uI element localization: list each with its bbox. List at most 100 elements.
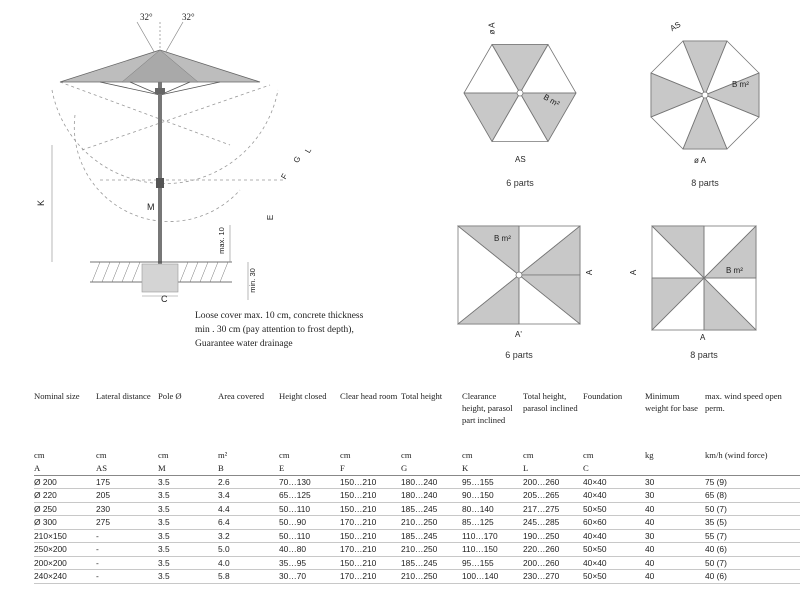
hex-caption: 6 parts [506,178,534,188]
table-cell: 150…210 [340,529,401,543]
table-cell: 175 [96,475,158,489]
column-header: Height closed [279,391,327,401]
sq8-label-B: B m² [726,266,743,275]
table-cell: 210…250 [401,542,462,557]
table-cell: 65…125 [279,488,340,503]
table-cell: 30…70 [279,569,340,584]
hex-canopy-6 [463,44,577,143]
table-cell: 6.4 [218,515,279,530]
unit-cell: kg [645,450,654,460]
table-cell: 150…210 [340,475,401,489]
table-cell: 95…155 [462,475,523,489]
oct-caption: 8 parts [691,178,719,188]
table-cell: 30 [645,475,705,489]
oct-label-A: ø A [694,156,707,165]
table-cell: 85…125 [462,515,523,530]
angle-right-label: 32° [182,12,195,22]
table-cell: 40 [645,569,705,584]
unit-cell: cm [34,450,45,460]
table-cell: 210…250 [401,515,462,530]
table-cell: 170…210 [340,569,401,584]
table-cell: 150…210 [340,502,401,516]
unit-cell: cm [158,450,169,460]
table-cell: 170…210 [340,515,401,530]
table-cell: 3.2 [218,529,279,543]
table-cell: 110…170 [462,529,523,543]
table-cell: 50…90 [279,515,340,530]
table-cell: 90…150 [462,488,523,503]
symbol-cell: E [279,462,340,476]
table-cell: 50…110 [279,502,340,516]
table-cell: 180…240 [401,488,462,503]
symbol-cell: K [462,462,523,476]
symbol-cell: M [158,462,218,476]
column-header: max. wind speed open perm. [705,391,782,413]
table-cell: 210×150 [34,529,96,543]
table-cell: 50…110 [279,529,340,543]
table-cell: 50×50 [583,542,645,557]
symbol-cell: G [401,462,462,476]
table-cell: 50 (7) [705,556,800,570]
sq8-caption: 8 parts [690,350,718,360]
table-cell: 190…250 [523,529,583,543]
table-cell: 240×240 [34,569,96,584]
table-cell: 230 [96,502,158,516]
installation-note: Loose cover max. 10 cm, concrete thickne… [195,311,364,349]
table-cell: 50×50 [583,569,645,584]
dim-C-label: C [161,294,168,304]
column-header: Area covered [218,391,265,401]
oct-label-B: B m² [732,80,749,89]
table-cell: 50 (7) [705,502,800,516]
table-cell: 3.5 [158,556,218,570]
table-cell: 5.0 [218,542,279,557]
sq8-label-side: A [629,269,639,276]
table-cell: 2.6 [218,475,279,489]
foundation-block [141,263,179,293]
table-cell: 35 (5) [705,515,800,530]
rect-caption: 6 parts [505,350,533,360]
table-cell: 220…260 [523,542,583,557]
dim-M-label: M [147,202,155,212]
unit-cell: m² [218,450,228,460]
table-cell: - [96,569,158,584]
table-cell: Ø 200 [34,475,96,489]
table-cell: 4.4 [218,502,279,516]
table-cell: 180…240 [401,475,462,489]
table-cell: 245…285 [523,515,583,530]
table-cell: 100…140 [462,569,523,584]
table-cell: 30 [645,529,705,543]
unit-cell: km/h (wind force) [705,450,768,460]
table-cell: 40 [645,515,705,530]
unit-cell: cm [279,450,290,460]
table-cell: 3.5 [158,502,218,516]
table-cell: 40 [645,542,705,557]
symbol-cell: C [583,462,645,476]
table-cell: - [96,556,158,570]
table-cell: 210…250 [401,569,462,584]
table-cell: 3.5 [158,515,218,530]
table-cell: 250×200 [34,542,96,557]
oct-canopy-8 [650,40,760,150]
table-cell: 40 (6) [705,569,800,584]
table-cell: 70…130 [279,475,340,489]
rect-canopy-6 [456,225,581,325]
table-cell: 275 [96,515,158,530]
table-cell: 40×40 [583,475,645,489]
angle-left-label: 32° [140,12,153,22]
table-cell: 230…270 [523,569,583,584]
rect-label-side: A [585,269,595,276]
column-header: Clearance height, parasol part inclined [462,391,513,425]
symbol-cell: L [523,462,583,476]
table-cell: 65 (8) [705,488,800,503]
column-header: Lateral distance [96,391,151,401]
table-cell: 205 [96,488,158,503]
sq8-label-A: A [700,333,706,342]
table-cell: 80…140 [462,502,523,516]
table-cell: 30 [645,488,705,503]
